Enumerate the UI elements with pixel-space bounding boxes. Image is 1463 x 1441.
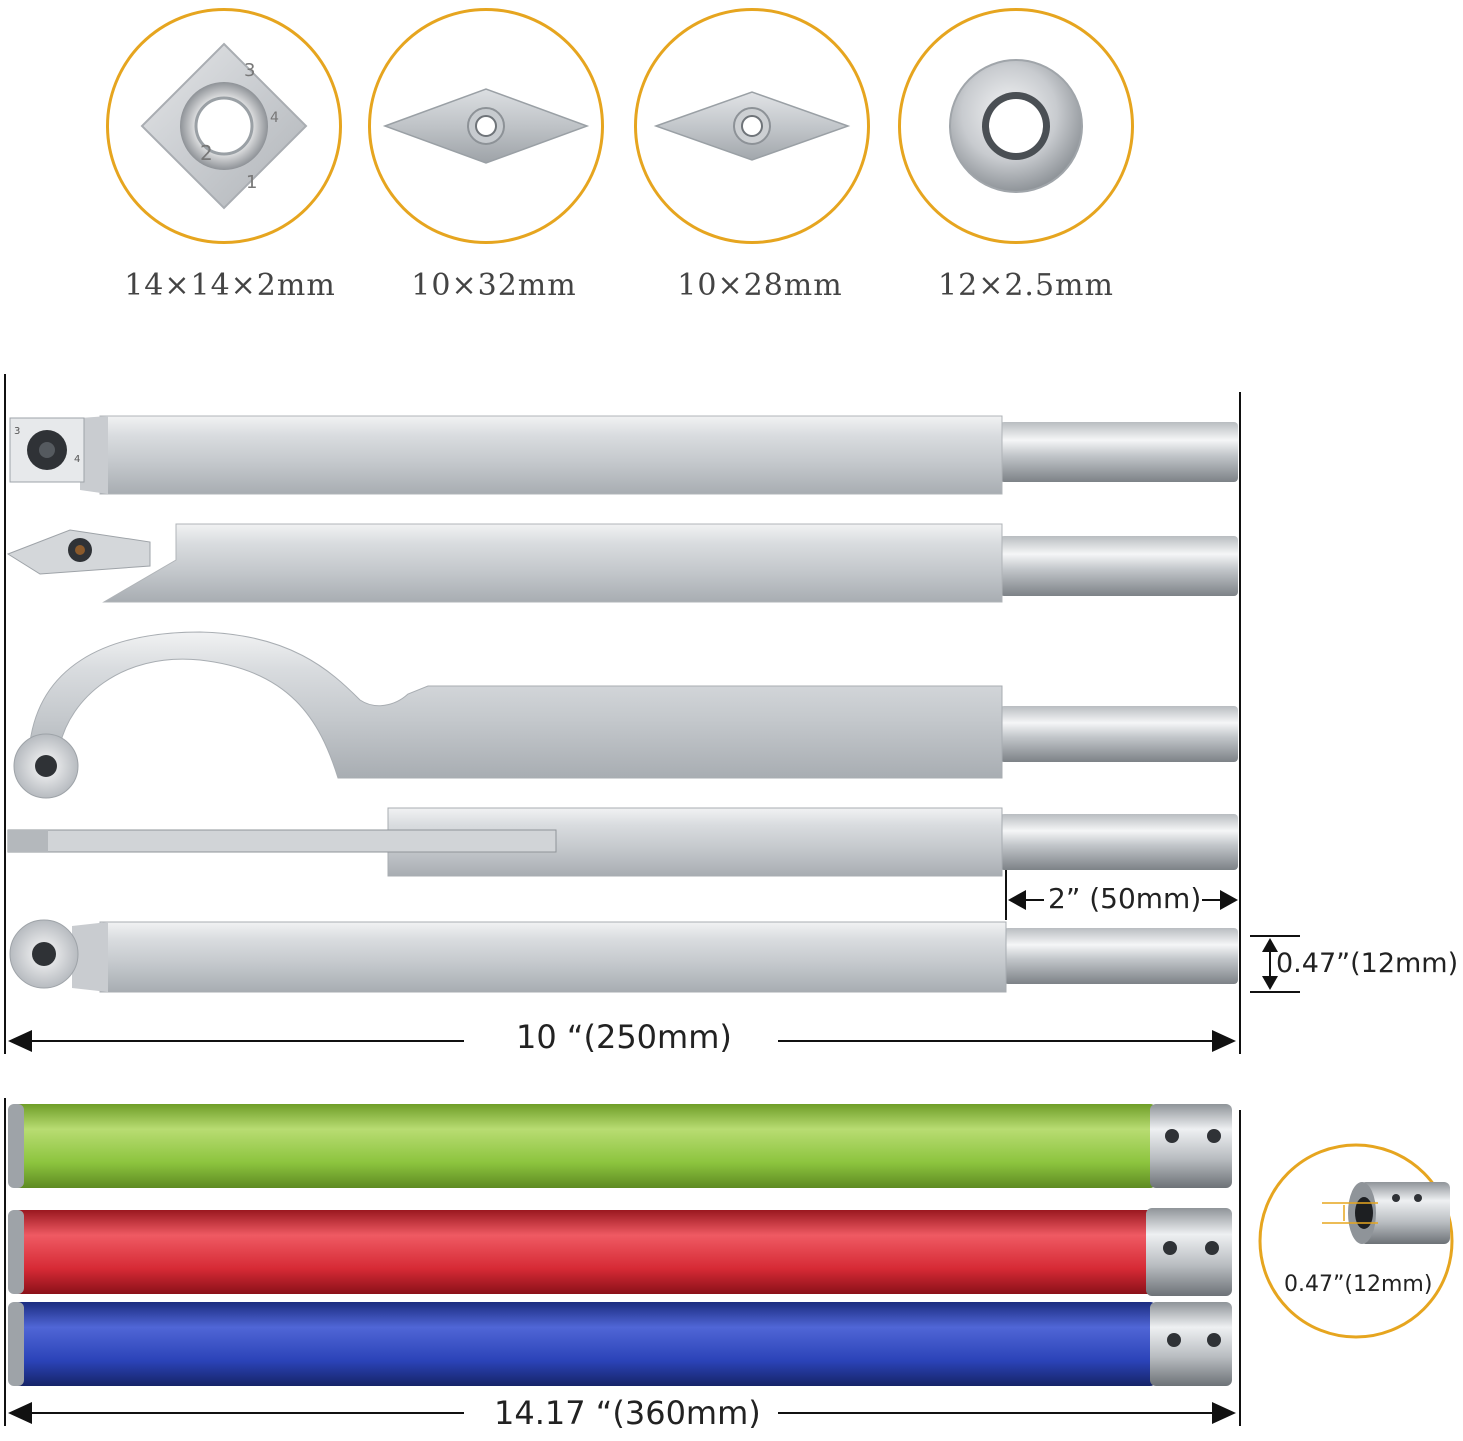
insert-circle-round bbox=[898, 8, 1134, 244]
round-insert-image bbox=[949, 59, 1083, 193]
insert-mark-4: 4 bbox=[270, 110, 279, 126]
diamond-insert-tool bbox=[6, 523, 1238, 603]
handle-length-label: 14.17 “(360mm) bbox=[494, 1394, 761, 1432]
tool-insert-mark-4: 4 bbox=[74, 454, 80, 465]
hook-tool bbox=[13, 631, 1238, 799]
tools-panel: 3 4 bbox=[4, 374, 1300, 1054]
shank-diameter-dimension bbox=[1250, 935, 1300, 993]
handle-blue bbox=[8, 1302, 1232, 1386]
shank-diameter-label: 0.47”(12mm) bbox=[1276, 948, 1459, 979]
parting-tool bbox=[7, 807, 1238, 877]
tool-insert-mark-3: 3 bbox=[14, 426, 20, 437]
insert-mark-3: 3 bbox=[244, 60, 255, 81]
insert-mark-1: 1 bbox=[246, 172, 257, 193]
square-insert-tool: 3 4 bbox=[9, 415, 1238, 495]
diamond-insert-28-image bbox=[653, 91, 851, 161]
bore-diameter-label: 0.47”(12mm) bbox=[1284, 1272, 1433, 1297]
round-insert-tool bbox=[9, 919, 1238, 993]
square-insert-image: 3 2 1 4 bbox=[140, 42, 308, 210]
bore-detail-circle bbox=[1258, 1143, 1454, 1339]
insert-label-diamond-32: 10×32mm bbox=[411, 268, 577, 303]
insert-label-round: 12×2.5mm bbox=[938, 268, 1114, 303]
handles-panel bbox=[4, 1098, 1454, 1426]
diamond-insert-32-image bbox=[382, 88, 590, 164]
tool-length-dimension bbox=[8, 1030, 1236, 1052]
handle-red bbox=[8, 1208, 1232, 1296]
insert-circle-diamond-28 bbox=[634, 8, 870, 244]
insert-label-diamond-28: 10×28mm bbox=[677, 268, 843, 303]
handle-green bbox=[8, 1104, 1232, 1188]
tool-length-label: 10 “(250mm) bbox=[516, 1018, 732, 1056]
shank-length-label: 2” (50mm) bbox=[1048, 882, 1202, 915]
insert-mark-2: 2 bbox=[200, 141, 213, 165]
shank-length-dimension bbox=[1005, 870, 1238, 920]
insert-label-square: 14×14×2mm bbox=[124, 268, 336, 303]
insert-circle-square: 3 2 1 4 bbox=[106, 8, 342, 244]
insert-circle-diamond-32 bbox=[368, 8, 604, 244]
handle-length-dimension bbox=[8, 1402, 1236, 1424]
